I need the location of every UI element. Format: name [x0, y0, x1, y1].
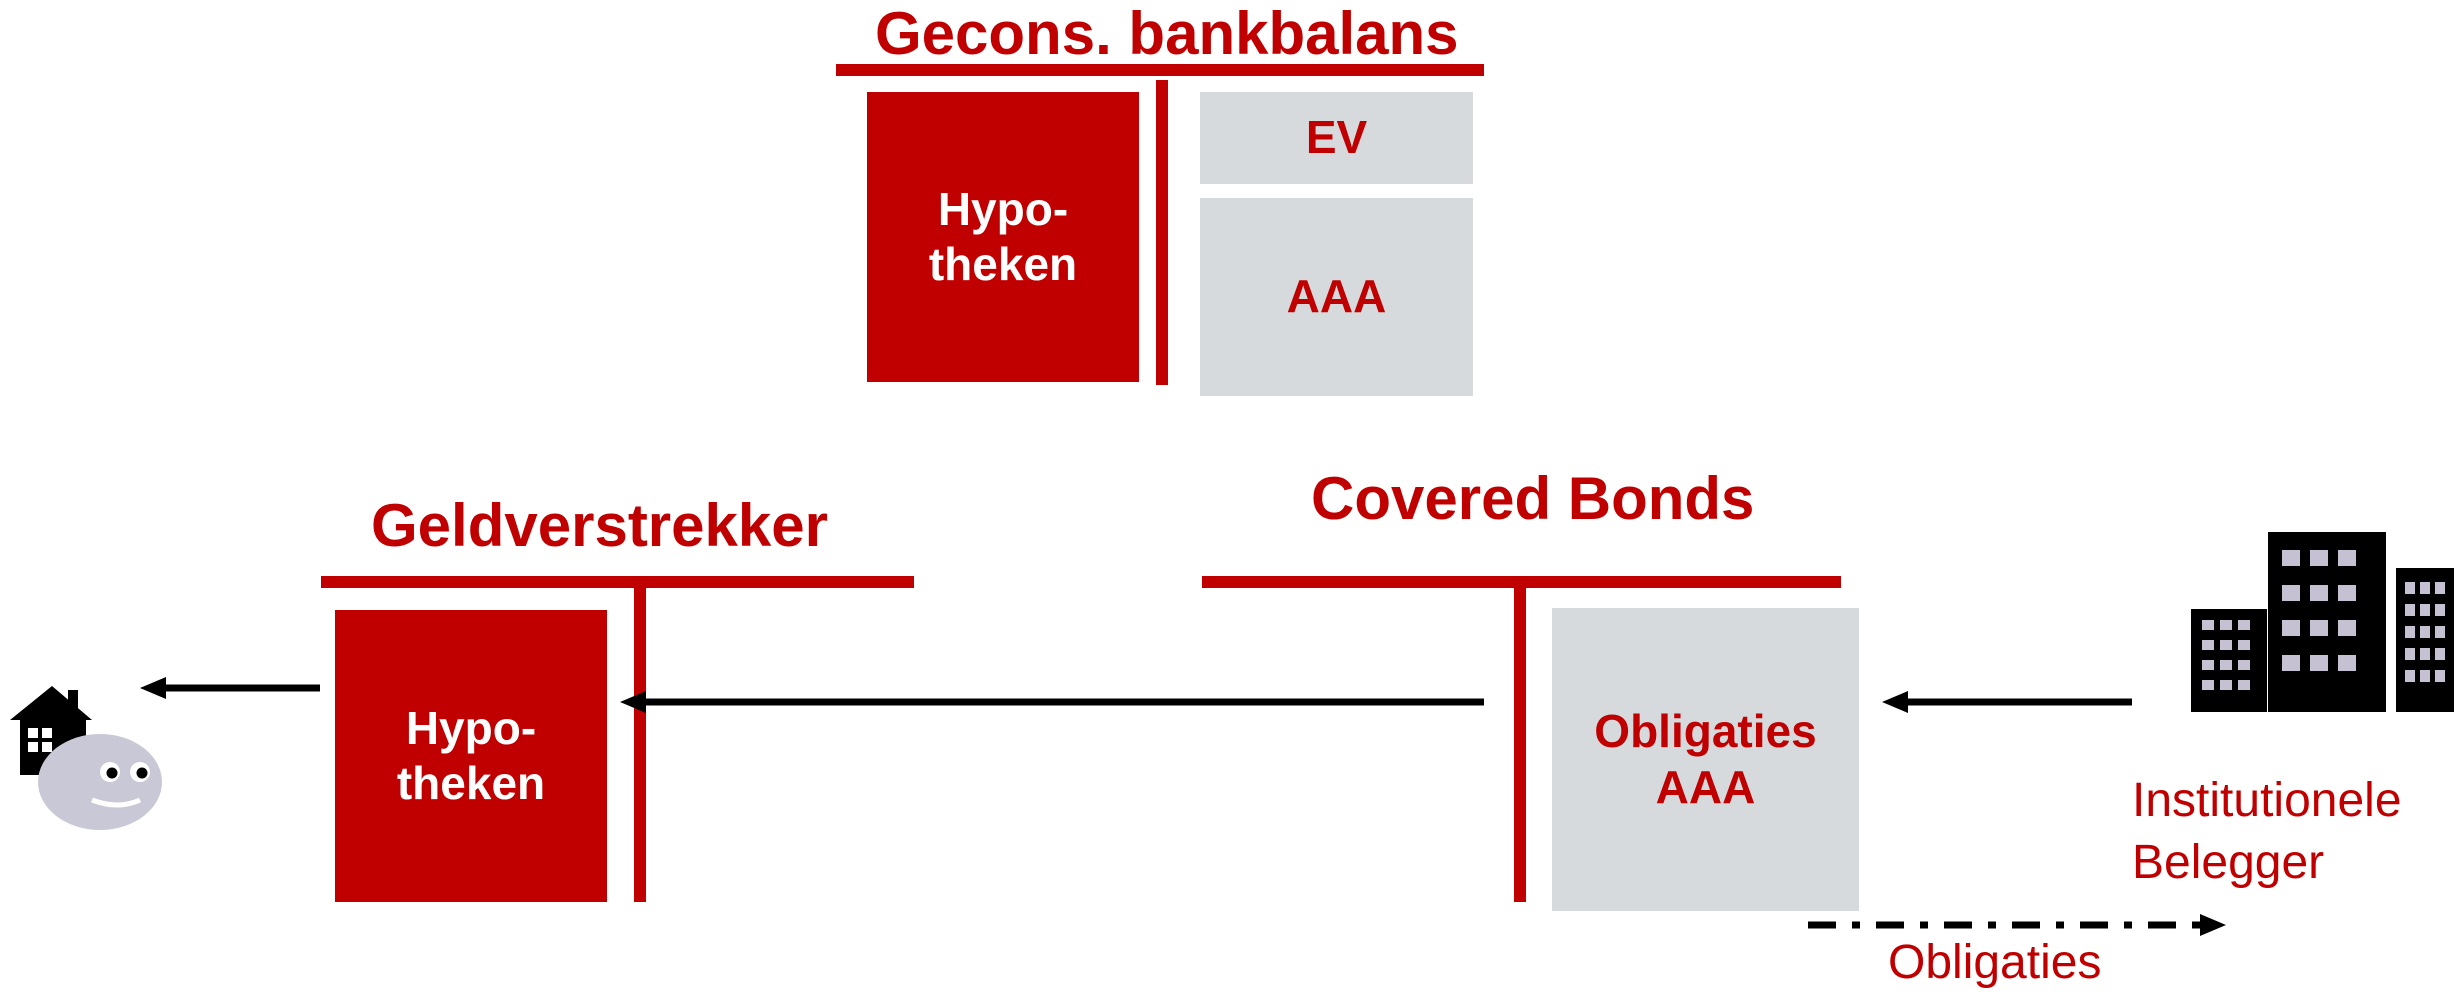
- investor-label-line2: Belegger: [2132, 836, 2325, 890]
- covered-bonds-divider: [1514, 588, 1526, 902]
- bank-aaa-box: AAA: [1200, 198, 1473, 396]
- arrow-lender-to-borrower: [140, 677, 320, 699]
- arrow-bonds-to-investor-dashed: [1808, 914, 2226, 936]
- covered-bonds-line1: Obligaties: [1594, 705, 1817, 758]
- smiley-person-icon: [38, 734, 162, 830]
- lender-top-line: [321, 576, 914, 588]
- bank-equity-box: EV: [1200, 92, 1473, 184]
- lender-divider: [634, 588, 646, 902]
- lender-mortgages-line2: theken: [396, 757, 546, 809]
- covered-bonds-title: Covered Bonds: [1311, 465, 1755, 532]
- covered-bonds-top-line: [1202, 576, 1841, 588]
- covered-bonds-line2: AAA: [1655, 760, 1756, 813]
- bank-aaa-label: AAA: [1286, 270, 1387, 323]
- arrow-covered-bonds-to-lender: [620, 691, 1484, 713]
- bank-balance-divider: [1156, 80, 1168, 385]
- bank-balance-top-line: [836, 64, 1484, 76]
- bank-mortgages-box: Hypo- theken: [867, 92, 1139, 382]
- bank-balance-title: Gecons. bankbalans: [875, 0, 1459, 67]
- office-buildings-icon: [2191, 532, 2454, 712]
- investor-label-line1: Institutionele: [2132, 774, 2402, 827]
- lender-mortgages-line1: Hypo-: [405, 701, 537, 754]
- investor-label: Institutionele Belegger: [2132, 770, 2402, 895]
- lender-mortgages-box: Hypo- theken: [335, 610, 607, 902]
- arrow-investor-to-covered-bonds: [1882, 691, 2132, 713]
- bank-equity-label: EV: [1305, 111, 1368, 164]
- bonds-flow-label: Obligaties: [1888, 936, 2102, 989]
- covered-bonds-aaa-box: Obligaties AAA: [1552, 608, 1859, 911]
- bank-mortgages-line1: Hypo-: [937, 182, 1069, 235]
- lender-title: Geldverstrekker: [371, 492, 828, 559]
- bank-mortgages-line2: theken: [928, 238, 1078, 290]
